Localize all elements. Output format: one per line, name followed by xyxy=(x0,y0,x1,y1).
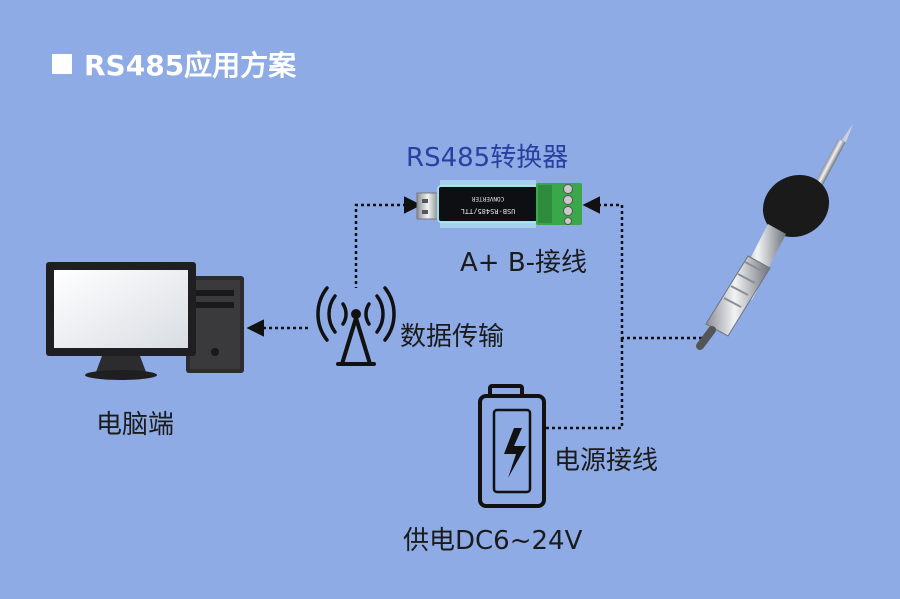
connection-lines xyxy=(246,196,702,430)
title-text: RS485应用方案 xyxy=(84,49,297,82)
usb-to-antenna-line xyxy=(354,196,422,288)
sound-sensor-icon xyxy=(696,124,853,350)
computer-icon xyxy=(46,262,244,380)
lightning-icon xyxy=(504,428,526,478)
transmission-label: 数据传输 xyxy=(400,322,505,352)
diagram-title: RS485应用方案 xyxy=(52,44,296,84)
power-supply-label: 供电DC6~24V xyxy=(403,526,583,556)
converter-label: RS485转换器 xyxy=(406,143,569,173)
power-wiring-label: 电源接线 xyxy=(554,446,659,476)
sensor-to-converter-line xyxy=(582,196,702,340)
pc-label: 电脑端 xyxy=(96,410,175,440)
converter-model-text: USB-RS485/TTL xyxy=(461,207,516,215)
antenna-icon xyxy=(316,286,396,366)
power-to-bus-line xyxy=(546,338,624,430)
title-square-icon xyxy=(52,54,72,74)
wiring-label: A+ B-接线 xyxy=(460,248,588,278)
battery-icon xyxy=(478,384,546,508)
converter-brand-text: CONVERTER xyxy=(471,195,504,202)
converter-device: CONVERTER USB-RS485/TTL xyxy=(416,180,582,228)
